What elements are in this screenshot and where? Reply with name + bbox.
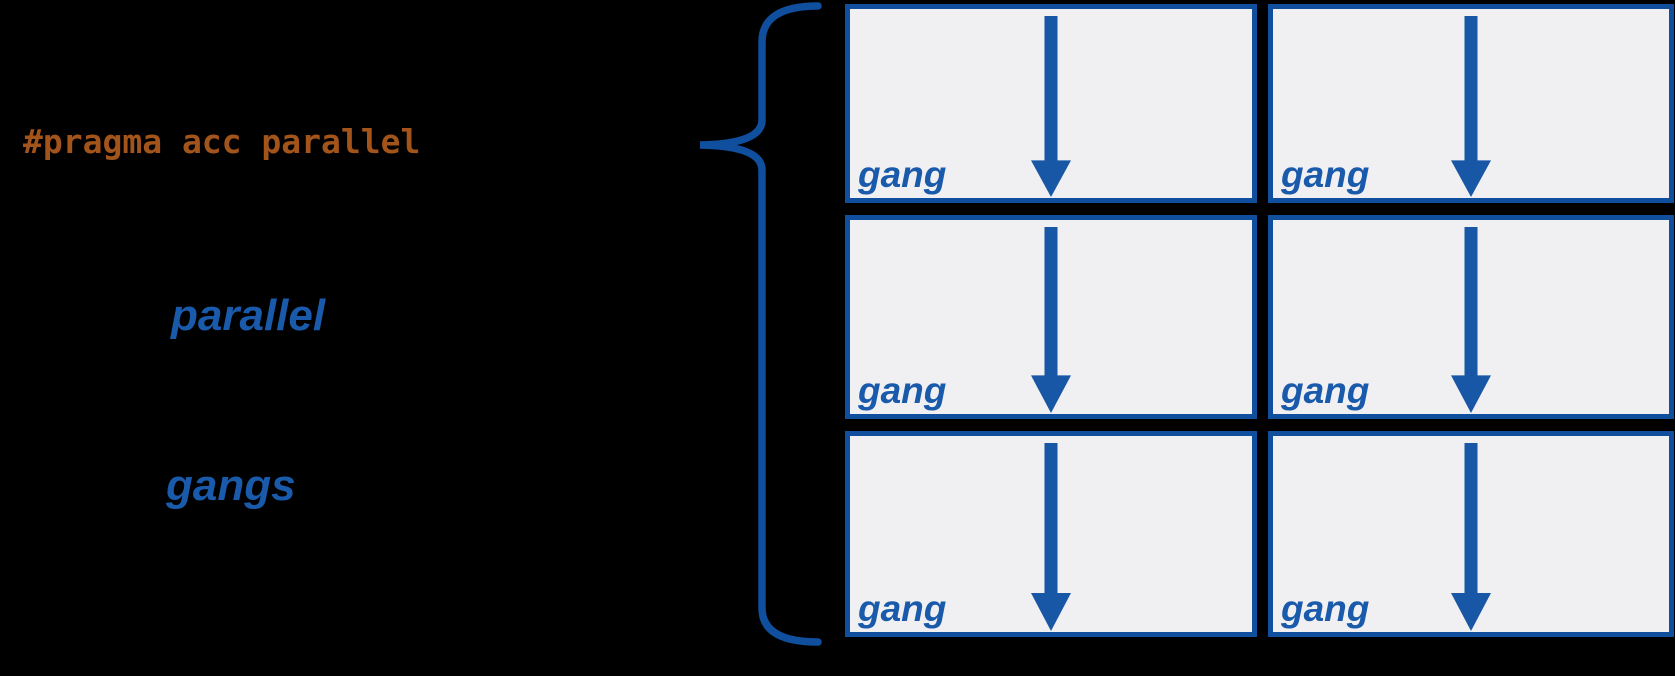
down-arrow-icon: [1031, 227, 1071, 413]
gang-box: gang: [845, 215, 1257, 419]
gangs-label: gangs: [166, 461, 296, 510]
gang-grid: gang gang gang gang: [845, 4, 1674, 637]
gang-box-label: gang: [858, 588, 947, 630]
down-arrow-icon: [1451, 443, 1491, 631]
down-arrow-icon: [1451, 227, 1491, 413]
left-curly-brace-icon: [699, 2, 822, 646]
down-arrow-icon: [1031, 443, 1071, 631]
gang-box-label: gang: [1281, 370, 1370, 412]
gang-box: gang: [845, 4, 1257, 203]
down-arrow-icon: [1031, 16, 1071, 197]
pragma-code-label: #pragma acc parallel: [23, 122, 421, 161]
gang-box-label: gang: [1281, 154, 1370, 196]
gang-box-label: gang: [858, 154, 947, 196]
parallel-label: parallel: [171, 291, 326, 340]
down-arrow-icon: [1451, 16, 1491, 197]
gang-box: gang: [1268, 215, 1674, 419]
gang-box: gang: [845, 431, 1257, 637]
gang-box-label: gang: [858, 370, 947, 412]
gang-box: gang: [1268, 431, 1674, 637]
gang-box: gang: [1268, 4, 1674, 203]
gang-box-label: gang: [1281, 588, 1370, 630]
